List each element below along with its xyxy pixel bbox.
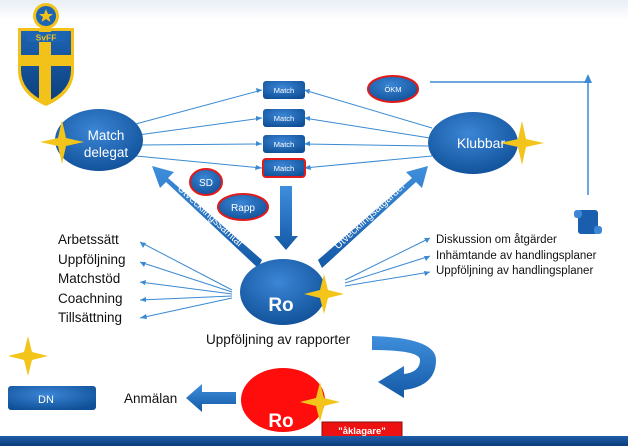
arrow-anmalan <box>186 384 236 412</box>
left-list-item: Arbetssätt <box>58 232 119 247</box>
sd-label: SD <box>199 178 213 189</box>
match-delegat-label-1: Match <box>88 128 125 143</box>
okm-feedback-arrow <box>430 74 592 195</box>
star-ro <box>304 274 344 314</box>
sd-oval <box>189 168 223 196</box>
match-box-1 <box>263 81 305 99</box>
uppfoljning-rapporter-label: Uppföljning av rapporter <box>206 332 351 347</box>
star-klubbar <box>500 121 544 165</box>
arrow-curved-uppfoljning <box>372 336 436 398</box>
scroll-icon <box>574 210 602 234</box>
arrow-utvecklingsatgarder <box>318 166 428 268</box>
match-box-2 <box>263 109 305 127</box>
left-list-item: Tillsättning <box>58 310 123 325</box>
star-legend <box>8 336 48 376</box>
ro-red-ellipse <box>241 368 325 432</box>
match-box-3 <box>263 135 305 153</box>
aklagare-label: "åklagare" <box>338 426 386 437</box>
match-box-3-label: Match <box>274 140 294 149</box>
ro-red-label: Ro <box>268 411 293 432</box>
match-boxes <box>262 81 306 178</box>
match-box-4-label: Match <box>274 164 294 173</box>
header-gradient <box>0 0 628 20</box>
left-list: Arbetssätt Uppföljning Matchstöd Coachni… <box>58 230 126 328</box>
dn-box <box>8 386 96 410</box>
okm-oval <box>367 75 419 103</box>
star-match-delegat <box>40 120 84 164</box>
klubbar-ellipse <box>428 112 518 174</box>
left-list-item: Uppföljning <box>58 251 126 267</box>
match-box-2-label: Match <box>274 114 294 123</box>
svff-logo: SvFF <box>18 3 74 106</box>
rapp-oval <box>217 193 269 221</box>
footer-bar <box>0 436 628 446</box>
match-delegat-ellipse <box>55 109 143 171</box>
ro-label: Ro <box>268 295 293 316</box>
right-list: Diskussion om åtgärder Inhämtande av han… <box>436 233 596 280</box>
right-list-item: Inhämtande av handlingsplaner <box>436 249 597 262</box>
left-list-item: Coachning <box>58 290 123 306</box>
ro-ellipse <box>240 259 326 325</box>
arrow-match-to-ro <box>274 186 298 250</box>
star-ro-red <box>300 382 340 422</box>
arrow-utvecklingssamtal <box>152 166 262 268</box>
klubbar-label: Klubbar <box>457 135 506 151</box>
logo-text: SvFF <box>36 33 57 43</box>
match-connectors <box>131 89 433 319</box>
connector-arrowheads <box>140 88 430 319</box>
match-box-1-label: Match <box>274 86 294 95</box>
right-list-item: Diskussion om åtgärder <box>436 234 557 246</box>
rapp-label: Rapp <box>231 203 255 214</box>
match-delegat-label-2: delegat <box>84 145 129 160</box>
match-box-4 <box>262 158 306 178</box>
anmalan-label: Anmälan <box>124 391 177 406</box>
left-list-item: Matchstöd <box>58 271 121 286</box>
utvecklingsatgarder-label: Utvecklingsåtgärder <box>332 179 408 251</box>
stars <box>8 120 544 422</box>
dn-label: DN <box>38 394 54 406</box>
okm-label: ÖKM <box>384 85 401 94</box>
right-list-item: Uppföljning av handlingsplaner <box>436 265 594 277</box>
